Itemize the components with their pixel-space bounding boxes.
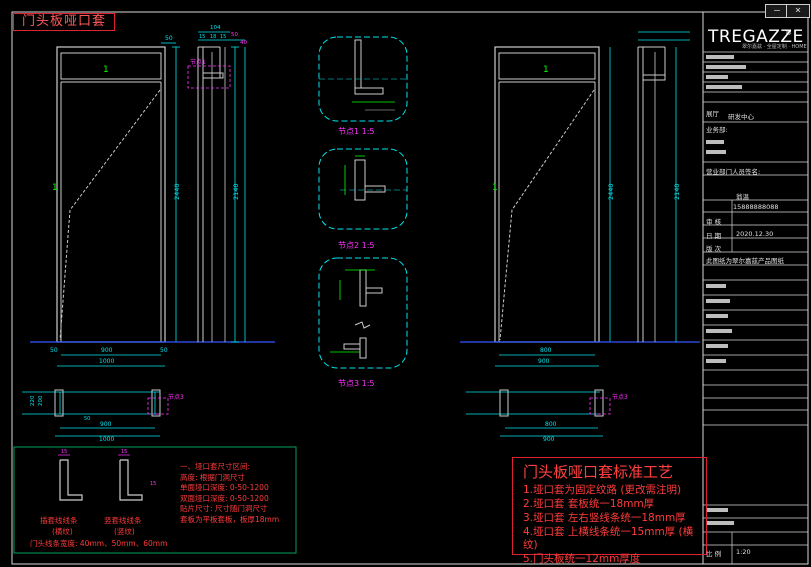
- svg-text:18: 18: [210, 34, 216, 40]
- right-panel-marker: 1: [543, 65, 549, 75]
- left-callout-node1: 节点1: [190, 58, 206, 66]
- tb-dept: 研发中心: [728, 113, 754, 121]
- tb-version-label: 版 次: [706, 245, 722, 253]
- left-panel-marker: 1: [103, 65, 109, 75]
- left-dim-height: 2440: [173, 183, 181, 200]
- legend-item2: 竖套线线条: [104, 516, 142, 525]
- process-item: 3.垭口套 左右竖线条统一18mm厚: [523, 512, 686, 524]
- title-block-placeholders: [706, 55, 746, 525]
- svg-text:15: 15: [121, 449, 127, 455]
- right-dim-height: 2440: [607, 183, 615, 200]
- process-item: 4.垭口套 上横线条统一15mm厚 (横纹): [523, 526, 694, 551]
- tb-designer: 翁温: [736, 193, 749, 201]
- detail-node-1: [318, 36, 408, 122]
- brand-registered-mark: ®: [785, 29, 792, 37]
- left-side-marker: 1: [52, 183, 58, 193]
- legend-item1: 插套线线条: [40, 516, 78, 525]
- svg-text:15: 15: [199, 34, 205, 40]
- right-dim-width-total: 900: [538, 358, 550, 365]
- left-door-elevation: 1 1 2440 50 900 1000 50 50: [50, 35, 181, 367]
- detail-1-label: 节点1 1:5: [338, 127, 375, 136]
- tb-scale: 1:20: [736, 548, 751, 556]
- svg-text:200: 200: [38, 395, 44, 406]
- left-section-dim-height2: 2140: [232, 183, 240, 200]
- svg-text:800: 800: [545, 421, 557, 428]
- svg-text:50: 50: [165, 35, 173, 42]
- svg-text:15: 15: [220, 34, 226, 40]
- svg-text:15: 15: [61, 449, 67, 455]
- tb-date: 2020.12.30: [736, 230, 774, 238]
- right-section-dim-height2: 2140: [673, 183, 681, 200]
- detail-node-2: [318, 148, 408, 230]
- left-door-swing-line: [59, 89, 161, 341]
- svg-text:50: 50: [84, 416, 90, 422]
- right-dim-width: 800: [540, 347, 552, 354]
- right-door-elevation: 1 1 2440 800 900: [492, 46, 615, 367]
- close-button[interactable]: ×: [786, 4, 810, 18]
- left-door-plan: 节点3 220 200 900 1000 50: [22, 389, 184, 443]
- profile-horizontal: 15: [58, 449, 83, 501]
- svg-text:15: 15: [150, 481, 156, 487]
- svg-text:50: 50: [160, 347, 168, 354]
- legend-widths: 门头线条宽度: 40mm、50mm、60mm: [30, 539, 168, 548]
- right-callout-node3: 节点3: [612, 393, 628, 401]
- legend-box: [13, 446, 297, 554]
- tb-scale-label: 比 例: [706, 550, 722, 558]
- process-standards-box: 门头板哑口套标准工艺 1.垭口套为固定纹路 (更改需注明) 2.垭口套 套板统一…: [512, 457, 707, 565]
- left-dim-width-total: 1000: [99, 358, 114, 365]
- title-block: [703, 51, 808, 564]
- brand-logo: TREGAZZE: [708, 27, 804, 47]
- left-door-outer-frame: [56, 46, 166, 343]
- size-notes: 一、垭口套尺寸区间: 高度: 根据门洞尺寸 单面垭口深度: 0-50-1200 …: [180, 462, 280, 524]
- tb-check-label: 审 核: [706, 218, 722, 226]
- process-title: 门头板哑口套标准工艺: [523, 463, 674, 481]
- detail-3-label: 节点3 1:5: [338, 379, 375, 388]
- svg-text:900: 900: [100, 421, 112, 428]
- tb-remark: 此图纸为翠尔嘉兹产品图纸: [706, 257, 784, 265]
- brand-subtitle: 翠尔嘉兹 · 全屋定制 · HOME: [742, 44, 807, 50]
- svg-text:104: 104: [210, 25, 221, 31]
- detail-2-label: 节点2 1:5: [338, 241, 375, 250]
- left-callout-node3: 节点3: [168, 393, 184, 401]
- tb-date-label: 日 期: [706, 232, 722, 240]
- process-item: 1.垭口套为固定纹路 (更改需注明): [523, 484, 682, 496]
- sheet-title: 门头板哑口套: [13, 13, 115, 31]
- legend-item2-sub: (竖纹): [114, 527, 135, 536]
- svg-text:50: 50: [50, 347, 58, 354]
- profile-vertical: 15 15: [118, 449, 156, 501]
- left-door-header-panel: [60, 52, 162, 80]
- tb-dept-label: 业务部:: [706, 126, 728, 134]
- process-item: 2.垭口套 套板统一18mm厚: [523, 498, 655, 510]
- tb-project: 展厅: [706, 110, 719, 118]
- tb-contact-label: 营业部门人员签名:: [706, 168, 761, 176]
- svg-text:900: 900: [543, 436, 555, 443]
- svg-text:1000: 1000: [99, 436, 114, 443]
- left-door-section: 节点1 2140 104 15 18 15 50 40: [187, 25, 247, 343]
- right-door-section: 2140: [637, 31, 690, 342]
- drawing-border: [11, 11, 809, 565]
- svg-text:40: 40: [240, 40, 247, 46]
- svg-text:50: 50: [231, 32, 238, 38]
- right-door-plan: 节点3 800 900: [466, 389, 628, 443]
- minimize-button[interactable]: —: [765, 4, 789, 18]
- svg-text:220: 220: [30, 395, 36, 406]
- tb-phone: 15888888088: [733, 203, 779, 211]
- left-dim-width: 900: [101, 347, 113, 354]
- legend-item1-sub: (横纹): [52, 527, 73, 536]
- right-side-marker: 1: [492, 183, 498, 193]
- process-item: 5.门头板统一12mm厚度: [523, 553, 641, 565]
- detail-node-3: [318, 257, 408, 369]
